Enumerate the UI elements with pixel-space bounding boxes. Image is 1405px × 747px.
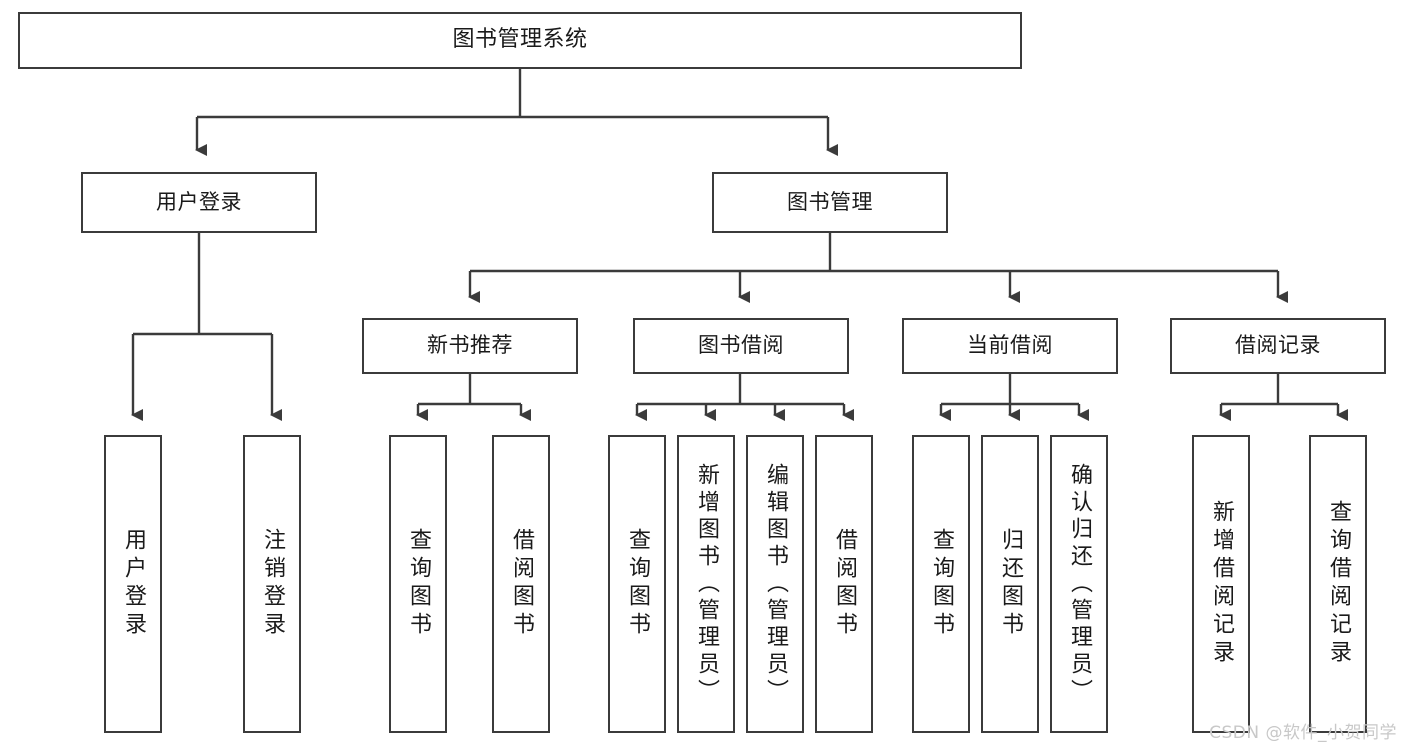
node-current-borrow[interactable]: 当前借阅 xyxy=(902,318,1118,374)
node-label: 图书借阅 xyxy=(698,333,784,358)
node-leaf-borrow-book-2[interactable]: 借阅图书 xyxy=(815,435,873,733)
node-leaf-logout[interactable]: 注销登录 xyxy=(243,435,301,733)
node-book-borrow[interactable]: 图书借阅 xyxy=(633,318,849,374)
node-book-management[interactable]: 图书管理 xyxy=(712,172,948,233)
node-user-login[interactable]: 用户登录 xyxy=(81,172,317,233)
node-new-book-recommend[interactable]: 新书推荐 xyxy=(362,318,578,374)
node-borrow-record[interactable]: 借阅记录 xyxy=(1170,318,1386,374)
node-leaf-confirm-return-admin[interactable]: 确认归还（管理员） xyxy=(1050,435,1108,733)
node-label: 查询图书 xyxy=(406,528,431,640)
node-label: 图书管理 xyxy=(787,189,873,214)
node-leaf-add-borrow-record[interactable]: 新增借阅记录 xyxy=(1192,435,1250,733)
node-leaf-edit-book-admin[interactable]: 编辑图书（管理员） xyxy=(746,435,804,733)
node-label: 新增图书（管理员） xyxy=(694,462,719,706)
node-leaf-query-book-3[interactable]: 查询图书 xyxy=(912,435,970,733)
node-label: 图书管理系统 xyxy=(452,27,588,53)
node-label: 用户登录 xyxy=(156,189,242,214)
node-leaf-borrow-book-1[interactable]: 借阅图书 xyxy=(492,435,550,733)
node-label: 用户登录 xyxy=(121,528,146,640)
node-label: 查询图书 xyxy=(929,528,954,640)
node-leaf-add-book-admin[interactable]: 新增图书（管理员） xyxy=(677,435,735,733)
node-label: 借阅记录 xyxy=(1235,333,1321,358)
node-label: 借阅图书 xyxy=(832,528,857,640)
node-leaf-query-borrow-record[interactable]: 查询借阅记录 xyxy=(1309,435,1367,733)
node-label: 归还图书 xyxy=(998,528,1023,640)
node-leaf-return-book[interactable]: 归还图书 xyxy=(981,435,1039,733)
node-label: 借阅图书 xyxy=(509,528,534,640)
watermark: CSDN @软件_小贺同学 xyxy=(1209,723,1397,743)
node-label: 编辑图书（管理员） xyxy=(763,462,788,706)
node-label: 新增借阅记录 xyxy=(1209,500,1234,668)
node-leaf-user-login[interactable]: 用户登录 xyxy=(104,435,162,733)
node-label: 当前借阅 xyxy=(967,333,1053,358)
node-label: 查询借阅记录 xyxy=(1326,500,1351,668)
node-label: 确认归还（管理员） xyxy=(1067,462,1092,706)
node-label: 新书推荐 xyxy=(427,333,513,358)
node-leaf-query-book-1[interactable]: 查询图书 xyxy=(389,435,447,733)
node-label: 注销登录 xyxy=(260,528,285,640)
node-label: 查询图书 xyxy=(625,528,650,640)
node-root-system[interactable]: 图书管理系统 xyxy=(18,12,1022,69)
node-leaf-query-book-2[interactable]: 查询图书 xyxy=(608,435,666,733)
